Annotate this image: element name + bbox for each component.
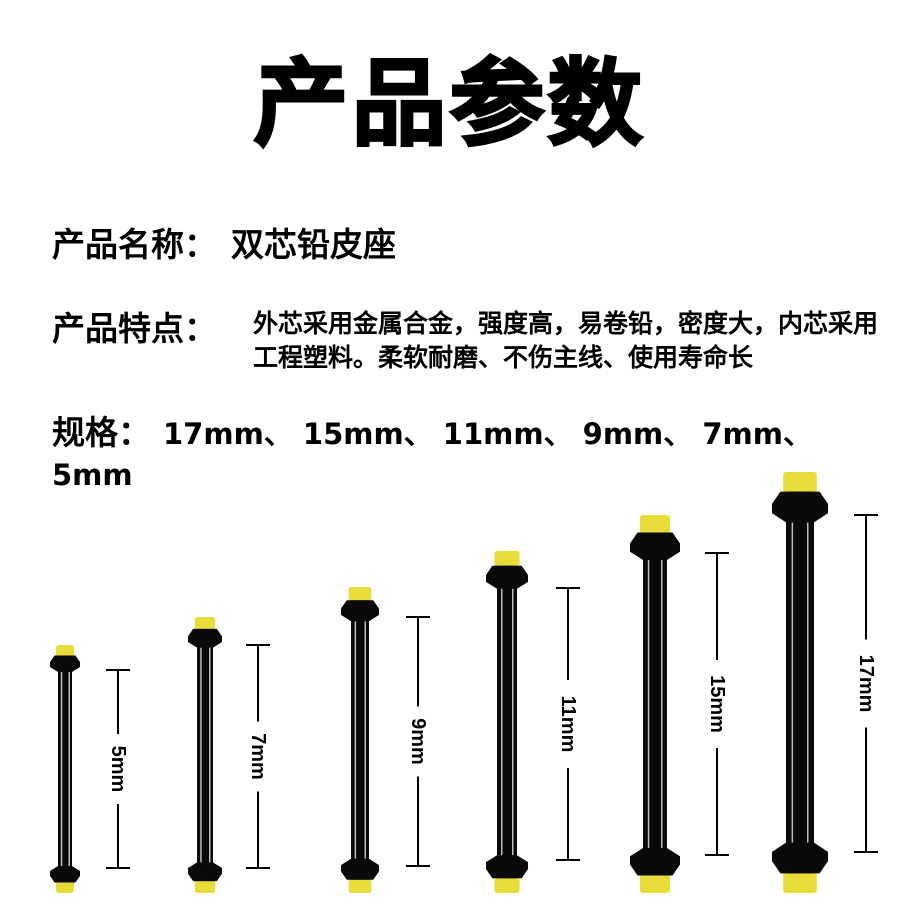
size-label: 7mm: [247, 733, 269, 780]
size-label: 9mm: [407, 718, 429, 765]
size-label: 11mm: [557, 696, 579, 753]
top-cap: [341, 600, 379, 622]
yellow-tip: [640, 515, 670, 537]
product-11mm: 11mm: [486, 551, 580, 893]
top-cap: [486, 565, 528, 589]
product-5mm: 5mm: [50, 645, 130, 893]
shaft: [197, 628, 213, 882]
dimension-15mm: 15mm: [705, 552, 729, 856]
dimension-9mm: 9mm: [406, 616, 430, 867]
yellow-tip: [348, 587, 372, 605]
top-cap: [772, 491, 828, 523]
product-name-row: 产品名称： 双芯铅皮座: [52, 218, 396, 266]
shaft: [786, 491, 814, 874]
page-title: 产品参数: [252, 50, 646, 159]
yellow-tip: [348, 875, 372, 893]
shaft: [643, 532, 667, 876]
spec-row: 规格：17mm、 15mm、 11mm、 9mm、 7mm、 5mm: [52, 406, 900, 493]
shaft: [497, 565, 517, 879]
bottom-cap: [50, 866, 80, 883]
dimension-17mm: 17mm: [854, 514, 878, 853]
spec-label: 规格：: [52, 413, 151, 452]
bottom-cap: [772, 842, 828, 874]
shaft: [351, 600, 369, 880]
features-label: 产品特点：: [52, 309, 217, 348]
size-label: 15mm: [706, 675, 728, 733]
yellow-tip: [783, 472, 817, 496]
bottom-cap: [188, 862, 222, 882]
product-17mm: 17mm: [772, 472, 878, 893]
top-cap: [50, 655, 80, 672]
product-name-value: 双芯铅皮座: [231, 225, 396, 264]
top-cap: [630, 532, 680, 560]
bottom-cap: [486, 855, 528, 879]
dimension-7mm: 7mm: [246, 644, 270, 869]
dimension-11mm: 11mm: [556, 587, 580, 861]
spec-value: 17mm、 15mm、 11mm、 9mm、 7mm、 5mm: [52, 417, 812, 492]
yellow-tip: [494, 551, 520, 570]
features-text: 外芯采用金属合金，强度高，易卷铅，密度大，内芯采用工程塑料。柔软耐磨、不伤主线、…: [253, 309, 879, 372]
yellow-tip: [783, 869, 817, 893]
product-9mm: 9mm: [341, 587, 430, 893]
product-7mm: 7mm: [188, 617, 270, 893]
top-cap: [188, 628, 222, 648]
bottom-cap: [630, 848, 680, 876]
product-15mm: 15mm: [630, 515, 729, 893]
yellow-tip: [640, 871, 670, 893]
bottom-cap: [341, 858, 379, 880]
size-label: 17mm: [855, 655, 877, 713]
product-name-label: 产品名称：: [52, 225, 217, 264]
dimension-5mm: 5mm: [106, 669, 130, 869]
yellow-tip: [494, 874, 520, 893]
size-label: 5mm: [107, 746, 129, 793]
